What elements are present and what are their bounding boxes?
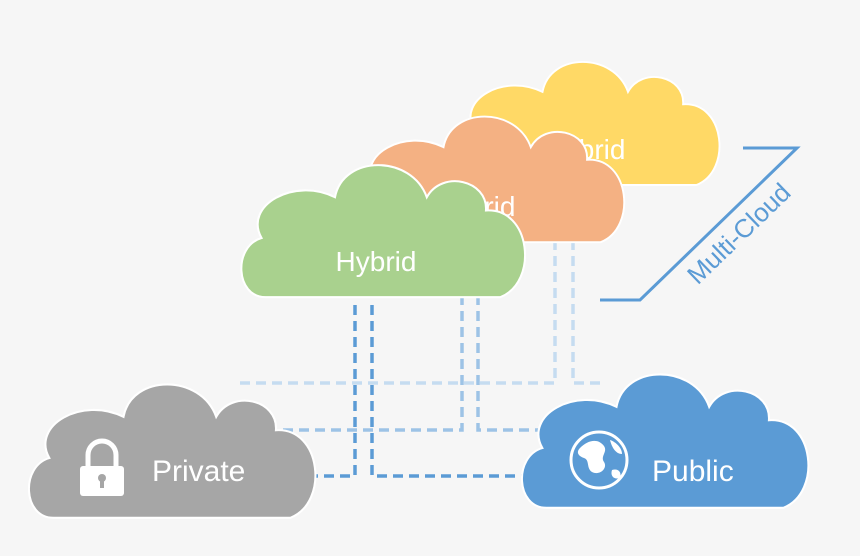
connector-lines [235, 240, 600, 478]
connector-front-a [300, 305, 357, 478]
connector-back-a [235, 240, 557, 385]
private-cloud-label: Private [152, 455, 245, 488]
globe-icon [569, 430, 629, 490]
connector-front-b [370, 305, 560, 478]
multi-cloud-bracket [600, 146, 801, 302]
private-cloud [27, 383, 317, 519]
lock-icon [80, 438, 124, 496]
multi-cloud-label: Multi-Cloud [681, 177, 796, 290]
hybrid-cloud-front-label: Hybrid [336, 246, 417, 277]
connector-back-b [571, 240, 600, 385]
connector-middle-a [275, 295, 464, 432]
connector-middle-b [476, 295, 560, 432]
public-cloud-label: Public [652, 455, 734, 488]
